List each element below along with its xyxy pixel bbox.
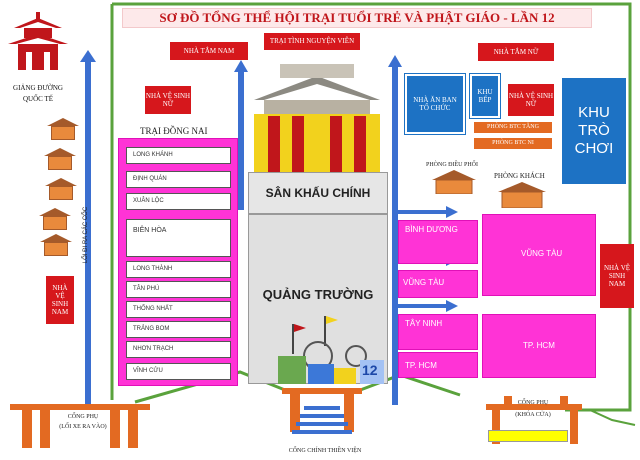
path-arrow <box>394 300 458 312</box>
main-square: QUẢNG TRƯỜNG <box>248 214 388 384</box>
camp-tay-ninh: TÂY NINH <box>398 314 478 350</box>
camp-tp-hcm-small: TP. HCM <box>398 352 478 378</box>
gate-post <box>110 404 120 448</box>
dining-hall-label: NHÀ ĂN BAN TỔ CHỨC <box>404 73 466 135</box>
camp-binh-duong: BÌNH DƯƠNG <box>398 220 478 264</box>
camp-label: TP. HCM <box>405 361 437 370</box>
camp-vung-tau-big: VŨNG TÀU <box>482 214 596 296</box>
camp-label: VŨNG TÀU <box>403 278 445 287</box>
camp-row: TRẢNG BOM <box>126 321 231 338</box>
gate-post <box>492 404 500 444</box>
camp-row: THỐNG NHẤT <box>126 301 231 318</box>
side-gate-left-line1: CỔNG PHỤ <box>67 414 99 420</box>
camp-row: LONG THÀNH <box>126 261 231 278</box>
camp-row: ĐỊNH QUÁN <box>126 171 231 188</box>
camp-row: XUÂN LỘC <box>126 193 231 210</box>
female-toilet-left-label: NHÀ VỆ SINH NỮ <box>145 86 191 114</box>
pagoda-icon <box>8 12 68 70</box>
camp-row: TÂN PHÚ <box>126 281 231 298</box>
building-name-line1: GIẢNG ĐƯỜNG <box>13 84 63 92</box>
camp-vung-tau-small: VŨNG TÀU <box>398 270 478 298</box>
gate-post <box>40 404 50 448</box>
camp-row: NHƠN TRẠCH <box>126 341 231 358</box>
camp-row: VĨNH CỬU <box>126 363 231 380</box>
hut-icon <box>47 118 79 140</box>
path-arrow <box>234 60 248 210</box>
gate-beam <box>10 404 150 410</box>
dong-nai-title: TRẠI ĐỒNG NAI <box>140 126 208 136</box>
hut-icon <box>40 234 72 256</box>
locked-gate-bar <box>488 430 568 442</box>
nun-office-label: PHÒNG BTC NI <box>474 138 552 149</box>
camp-label: TP. HCM <box>523 341 555 350</box>
guest-room-label: PHÒNG KHÁCH <box>494 172 545 180</box>
main-temple <box>244 60 390 172</box>
male-toilet-left-label: NHÀ VỆ SINH NAM <box>46 276 74 324</box>
square-label: QUẢNG TRƯỜNG <box>262 287 374 302</box>
road-label: LỐI ĐI RA CÁC CỐC <box>83 206 89 264</box>
male-toilet-right-label: NHÀ VỆ SINH NAM <box>600 244 634 308</box>
camp-row: LONG KHÁNH <box>126 147 231 164</box>
path-arrow <box>394 206 458 218</box>
gate-post <box>560 396 568 408</box>
hut-icon <box>432 170 476 195</box>
hut-icon <box>44 148 76 170</box>
hut-icon <box>45 178 77 200</box>
female-bathroom-label: NHÀ TẮM NỮ <box>478 43 554 61</box>
hut-icon <box>39 208 71 230</box>
camp-label: TÂY NINH <box>405 319 443 328</box>
gate-post <box>128 404 138 448</box>
festival-banner-icon <box>278 316 384 384</box>
side-gate-right-line1: CỔNG PHỤ <box>517 400 549 406</box>
main-stage: SÂN KHẤU CHÍNH <box>248 172 388 214</box>
camp-label: VŨNG TÀU <box>521 249 563 258</box>
volunteer-camp-label: TRẠI TÌNH NGUYỆN VIÊN <box>264 33 360 50</box>
side-gate-right-line2: (KHÓA CỬA) <box>515 412 551 418</box>
female-toilet-right-label: NHÀ VỆ SINH NỮ <box>508 84 554 116</box>
path-arrow <box>388 55 402 405</box>
hut-icon <box>498 182 546 209</box>
games-area-label: KHU TRÒ CHƠI <box>562 78 626 184</box>
kitchen-label: KHU BẾP <box>469 73 501 119</box>
banner-number: 12 <box>362 362 378 378</box>
road-arrow <box>80 50 96 405</box>
gate-post <box>22 404 32 448</box>
gate-post <box>504 396 512 408</box>
gate-post <box>570 404 578 444</box>
coordination-office-label: PHÒNG ĐIỀU PHỐI <box>426 162 478 168</box>
main-gate-label: CỔNG CHÍNH THIỀN VIỆN <box>288 448 362 454</box>
gate-beam <box>486 404 582 410</box>
monk-office-label: PHÒNG BTC TĂNG <box>474 122 552 133</box>
main-gate <box>282 384 362 440</box>
camp-label: BÌNH DƯƠNG <box>405 225 458 234</box>
camp-tp-hcm-big: TP. HCM <box>482 314 596 378</box>
male-bathroom-label: NHÀ TẮM NAM <box>170 42 248 60</box>
dong-nai-camp: LONG KHÁNH ĐỊNH QUÁN XUÂN LỘC BIÊN HÒA L… <box>118 138 238 386</box>
side-gate-left-line2: (LỐI XE RA VÀO) <box>59 424 107 430</box>
map-title: SƠ ĐỒ TỔNG THỂ HỘI TRẠI TUỔI TRẺ VÀ PHẬT… <box>122 8 592 28</box>
stage-label: SÂN KHẤU CHÍNH <box>265 186 371 200</box>
camp-row: BIÊN HÒA <box>126 219 231 257</box>
building-name-line2: QUỐC TẾ <box>22 95 53 103</box>
